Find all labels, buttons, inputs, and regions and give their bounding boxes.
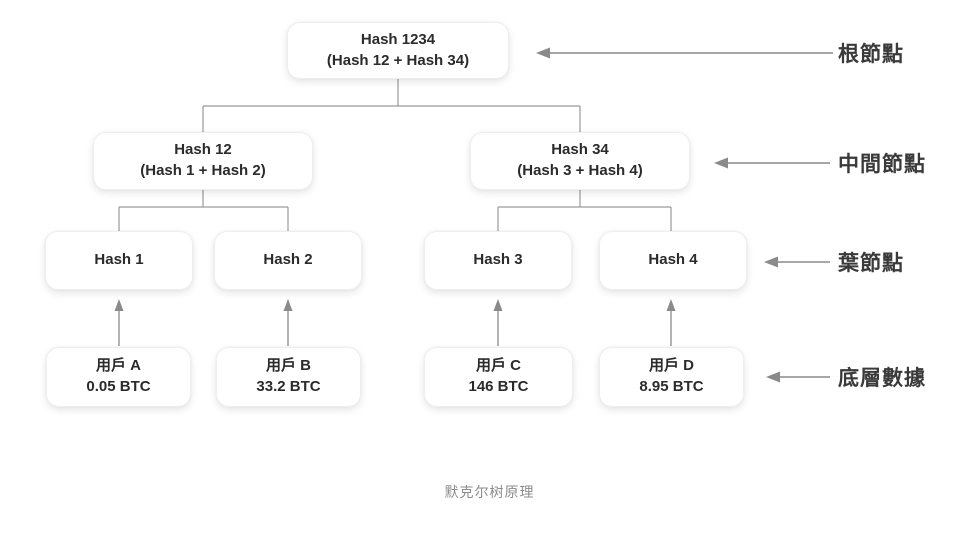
arrow-up-icon <box>114 299 676 346</box>
node-user-a: 用戶 A 0.05 BTC <box>46 347 191 407</box>
legend-bottom-data-label: 底層數據 <box>838 367 926 390</box>
node-user-d: 用戶 D 8.95 BTC <box>599 347 744 407</box>
node-title: 用戶 B <box>265 357 311 375</box>
node-hash-12: Hash 12 (Hash 1 + Hash 2) <box>93 132 313 190</box>
node-title: 用戶 C <box>475 357 521 375</box>
node-subtitle: 146 BTC <box>468 378 529 395</box>
node-root-hash: Hash 1234 (Hash 12 + Hash 34) <box>287 22 509 79</box>
node-subtitle: 33.2 BTC <box>256 378 321 395</box>
legend-root-node-label: 根節點 <box>838 43 904 66</box>
node-subtitle: (Hash 3 + Hash 4) <box>517 162 643 179</box>
node-title: Hash 3 <box>473 251 523 269</box>
node-title: 用戶 A <box>95 357 141 375</box>
node-user-b: 用戶 B 33.2 BTC <box>216 347 361 407</box>
node-hash-1: Hash 1 <box>45 231 193 290</box>
diagram-caption: 默克尔树原理 <box>444 484 535 500</box>
node-subtitle: 8.95 BTC <box>639 378 704 395</box>
node-title: Hash 2 <box>263 251 313 269</box>
node-user-c: 用戶 C 146 BTC <box>424 347 573 407</box>
legend-leaf-node-label: 葉節點 <box>838 252 904 275</box>
node-hash-2: Hash 2 <box>214 231 362 290</box>
node-title: Hash 34 <box>551 141 609 159</box>
legend-intermediate-node-label: 中間節點 <box>838 153 926 176</box>
node-title: 用戶 D <box>648 357 694 375</box>
node-hash-3: Hash 3 <box>424 231 572 290</box>
node-subtitle: 0.05 BTC <box>86 378 151 395</box>
node-hash-4: Hash 4 <box>599 231 747 290</box>
node-subtitle: (Hash 12 + Hash 34) <box>326 51 470 69</box>
node-hash-34: Hash 34 (Hash 3 + Hash 4) <box>470 132 690 190</box>
node-title: Hash 1234 <box>360 30 436 48</box>
node-title: Hash 1 <box>94 251 144 269</box>
arrow-left-icon <box>536 47 833 383</box>
node-subtitle: (Hash 1 + Hash 2) <box>140 162 266 179</box>
node-title: Hash 4 <box>648 251 698 269</box>
node-title: Hash 12 <box>174 141 232 159</box>
